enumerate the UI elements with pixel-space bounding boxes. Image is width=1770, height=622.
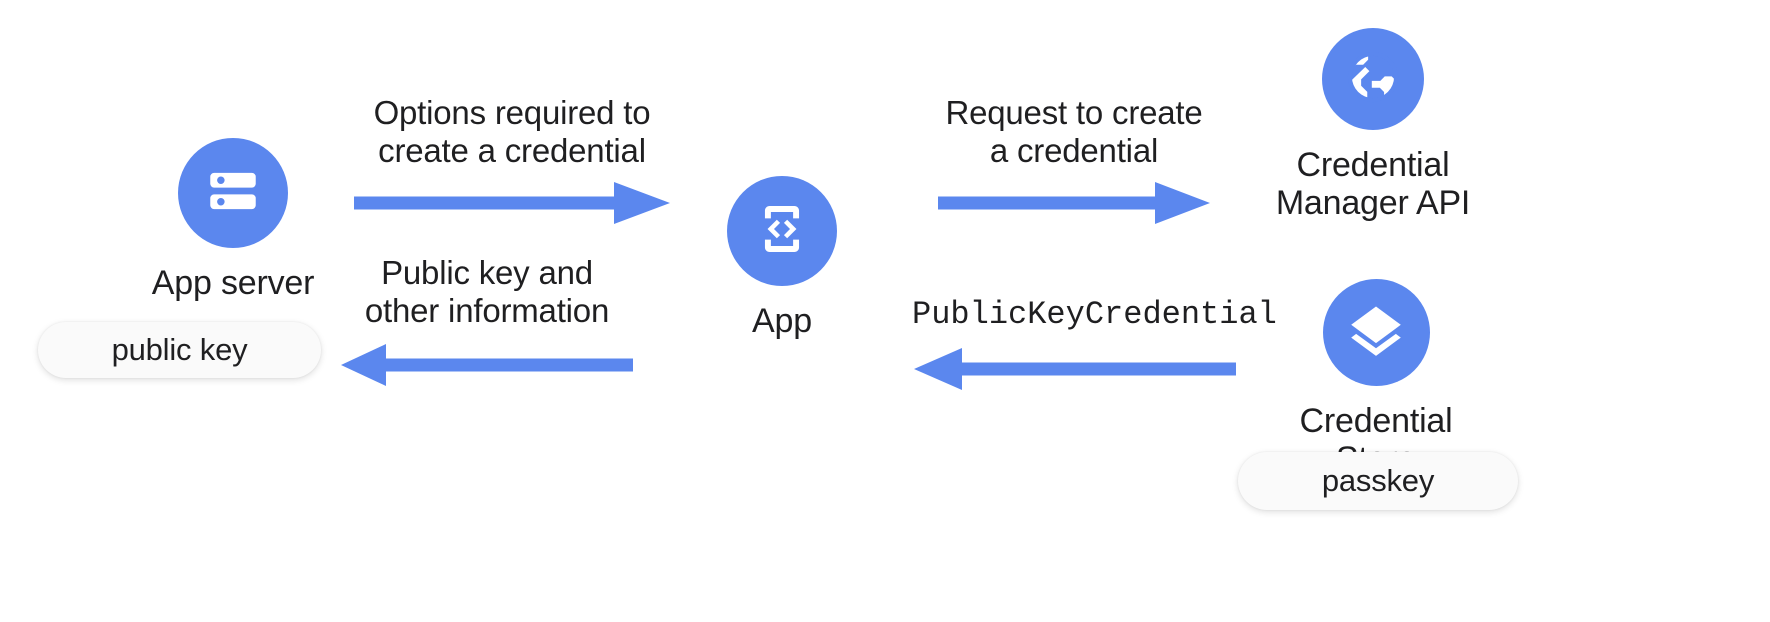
globe-icon	[1341, 45, 1405, 114]
pill-public-key-text: public key	[111, 332, 248, 367]
arrow-public-key-and-other-information-caption: Public key and other information	[364, 254, 610, 330]
server-icon	[202, 160, 264, 227]
arrow-request-to-create: Request to create a credential	[936, 94, 1212, 227]
app-circle	[727, 176, 837, 286]
credential-manager-api-circle	[1322, 28, 1424, 130]
pill-passkey-text: passkey	[1321, 463, 1435, 498]
arrow-public-key-credential: PublicKeyCredential	[912, 296, 1277, 393]
app-server-circle	[178, 138, 288, 248]
node-credential-manager-api: Credential Manager API	[1268, 28, 1478, 222]
arrow-options-required-caption: Options required to create a credential	[373, 94, 651, 170]
node-app-server: App server	[128, 138, 338, 302]
arrow-left-shape	[341, 343, 633, 386]
app-label: App	[752, 302, 812, 340]
arrow-left-shape	[914, 348, 1236, 391]
arrow-request-to-create-caption: Request to create a credential	[945, 94, 1203, 170]
app-server-label: App server	[151, 264, 315, 302]
arrow-options-required: Options required to create a credential	[352, 94, 672, 227]
credential-store-circle	[1322, 279, 1430, 386]
node-credential-store: Credential Store	[1300, 279, 1453, 478]
node-app: App	[727, 176, 837, 340]
pill-public-key: public key	[38, 322, 321, 378]
layers-icon	[1344, 298, 1408, 367]
app-code-icon	[751, 198, 813, 265]
arrow-right-shape	[354, 181, 670, 224]
pill-passkey: passkey	[1238, 452, 1518, 510]
arrow-public-key-and-other-information: Public key and other information	[340, 254, 634, 389]
arrow-public-key-credential-caption: PublicKeyCredential	[912, 296, 1277, 333]
credential-manager-api-label: Credential Manager API	[1275, 146, 1471, 223]
arrow-right-shape	[938, 181, 1210, 224]
